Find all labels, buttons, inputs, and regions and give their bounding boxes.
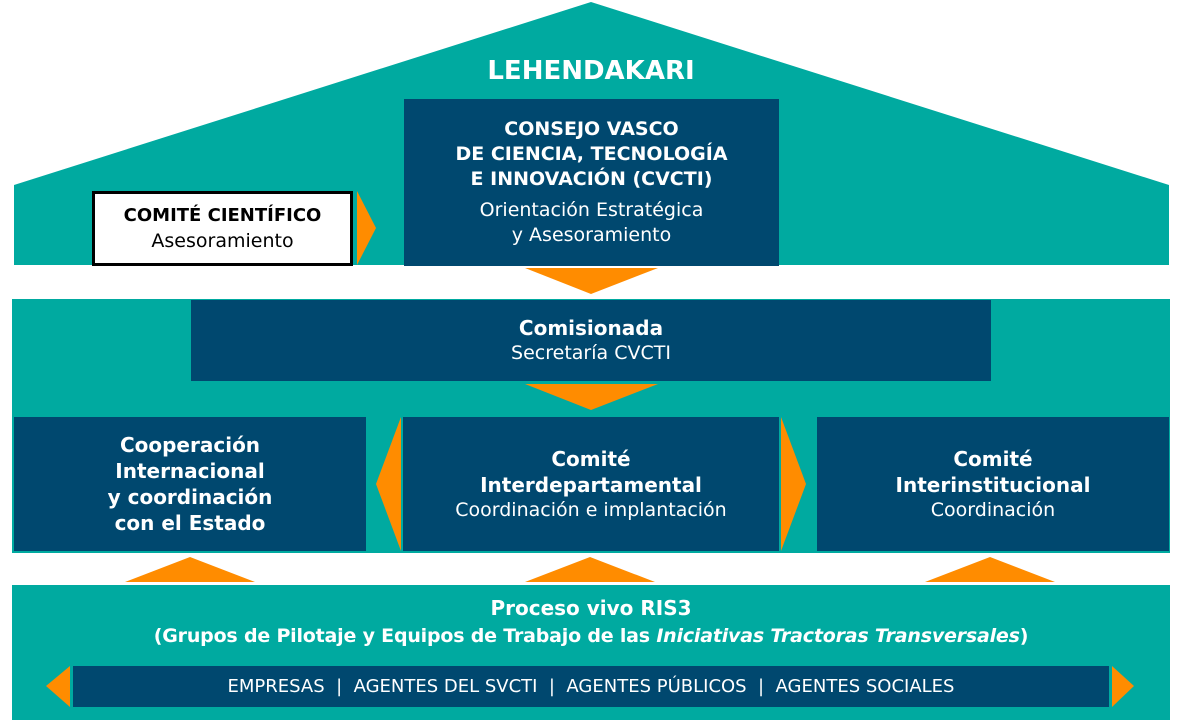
interdepartamental-subtitle: Coordinación e implantación	[455, 498, 727, 521]
arrow-right-icon	[357, 191, 376, 265]
comite-cientifico-title: COMITÉ CIENTÍFICO	[123, 205, 322, 226]
ris3-subtitle-italic: Iniciativas Tractoras Transversales	[656, 625, 1020, 647]
arrow-up-icon	[925, 557, 1055, 582]
cooperacion-line-1: Cooperación	[119, 433, 261, 457]
cooperacion-line-3: y coordinación	[107, 485, 273, 509]
cvcti-title-3: E INNOVACIÓN (CVCTI)	[470, 168, 713, 190]
interinstitucional-subtitle: Coordinación	[930, 498, 1056, 521]
cooperacion-line-4: con el Estado	[114, 511, 266, 535]
interdepartamental-title-1: Comité	[551, 446, 631, 471]
cooperacion-box: Cooperación Internacional y coordinación…	[14, 417, 366, 551]
agents-text: EMPRESAS | AGENTES DEL SVCTI | AGENTES P…	[227, 676, 955, 697]
interdepartamental-box: Comité Interdepartamental Coordinación e…	[403, 417, 779, 551]
arrow-left-icon	[46, 666, 70, 707]
ris3-subtitle-suffix: )	[1019, 625, 1029, 647]
comite-cientifico-subtitle: Asesoramiento	[151, 230, 294, 252]
arrow-up-icon	[525, 557, 655, 582]
interinstitucional-title-2: Interinstitucional	[895, 472, 1091, 497]
arrow-left-icon	[376, 417, 401, 551]
interdepartamental-title-2: Interdepartamental	[480, 472, 702, 497]
cvcti-subtitle-1: Orientación Estratégica	[479, 199, 704, 221]
comite-cientifico-box: COMITÉ CIENTÍFICO Asesoramiento	[92, 191, 353, 266]
arrow-up-icon	[125, 557, 255, 582]
agents-bar: EMPRESAS | AGENTES DEL SVCTI | AGENTES P…	[73, 666, 1109, 707]
cvcti-box: CONSEJO VASCO DE CIENCIA, TECNOLOGÍA E I…	[404, 99, 779, 266]
lehendakari-title: LEHENDAKARI	[487, 56, 695, 86]
arrow-right-icon	[781, 417, 806, 551]
arrow-down-icon	[525, 268, 658, 294]
arrow-right-icon	[1112, 666, 1134, 707]
cvcti-title-2: DE CIENCIA, TECNOLOGÍA	[455, 143, 728, 165]
ris3-subtitle: (Grupos de Pilotaje y Equipos de Trabajo…	[12, 625, 1170, 647]
cvcti-subtitle-2: y Asesoramiento	[511, 224, 672, 246]
ris3-subtitle-prefix: (Grupos de Pilotaje y Equipos de Trabajo…	[153, 625, 657, 647]
cvcti-title-1: CONSEJO VASCO	[504, 118, 679, 140]
arrow-down-icon	[525, 384, 658, 410]
interinstitucional-title-1: Comité	[953, 446, 1033, 471]
cooperacion-line-2: Internacional	[115, 459, 265, 483]
interinstitucional-box: Comité Interinstitucional Coordinación	[817, 417, 1169, 551]
comisionada-box: Comisionada Secretaría CVCTI	[191, 300, 991, 381]
comisionada-subtitle: Secretaría CVCTI	[511, 342, 671, 364]
comisionada-title: Comisionada	[518, 316, 664, 340]
ris3-title: Proceso vivo RIS3	[490, 596, 692, 620]
